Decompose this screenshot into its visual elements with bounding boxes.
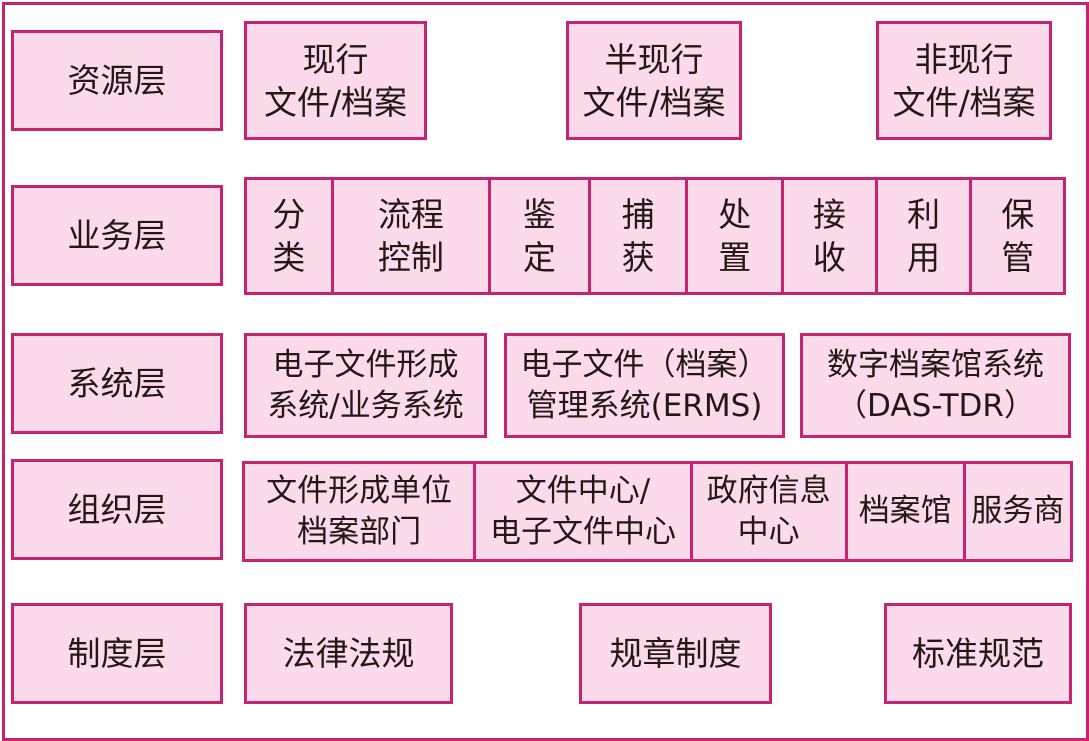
- resource-semi-current-records: 半现行 文件/档案: [566, 21, 742, 140]
- layer-label-system: 系统层: [11, 333, 223, 434]
- business-capture: 捕 获: [587, 180, 686, 292]
- layer-label-institution: 制度层: [11, 603, 223, 704]
- business-process-control: 流程 控制: [330, 180, 488, 292]
- org-government-information-center: 政府信息 中心: [689, 464, 845, 559]
- institution-laws-regulations: 法律法规: [244, 603, 453, 704]
- resource-non-current-records: 非现行 文件/档案: [876, 21, 1052, 140]
- layer-label-organization: 组织层: [11, 459, 223, 560]
- layer-label-resource: 资源层: [11, 30, 223, 131]
- business-transfer: 接 收: [781, 180, 875, 292]
- institution-standards: 标准规范: [884, 603, 1072, 704]
- org-archives: 档案馆: [844, 464, 963, 559]
- layer-label-business: 业务层: [11, 185, 223, 286]
- system-record-creating-system: 电子文件形成 系统/业务系统: [244, 333, 487, 438]
- resource-current-records: 现行 文件/档案: [244, 21, 427, 140]
- system-das-tdr: 数字档案馆系统 （DAS-TDR）: [800, 333, 1071, 438]
- business-appraisal: 鉴 定: [488, 180, 588, 292]
- business-classification: 分 类: [272, 195, 306, 277]
- business-access: 利 用: [874, 180, 970, 292]
- org-records-center: 文件中心/ 电子文件中心: [473, 464, 689, 559]
- organization-layer-row: 文件形成单位 档案部门 文件中心/ 电子文件中心 政府信息 中心 档案馆 服务商: [242, 461, 1073, 562]
- business-disposition: 处 置: [685, 180, 781, 292]
- system-erms: 电子文件（档案） 管理系统(ERMS): [504, 333, 785, 438]
- org-creating-unit-archives-dept: 文件形成单位 档案部门: [266, 472, 453, 550]
- org-service-provider: 服务商: [962, 464, 1070, 559]
- institution-rules-systems: 规章制度: [579, 603, 772, 704]
- business-layer-row: 分 类 流程 控制 鉴 定 捕 获 处 置 接 收 利 用 保 管: [244, 177, 1066, 295]
- business-preservation: 保 管: [969, 180, 1063, 292]
